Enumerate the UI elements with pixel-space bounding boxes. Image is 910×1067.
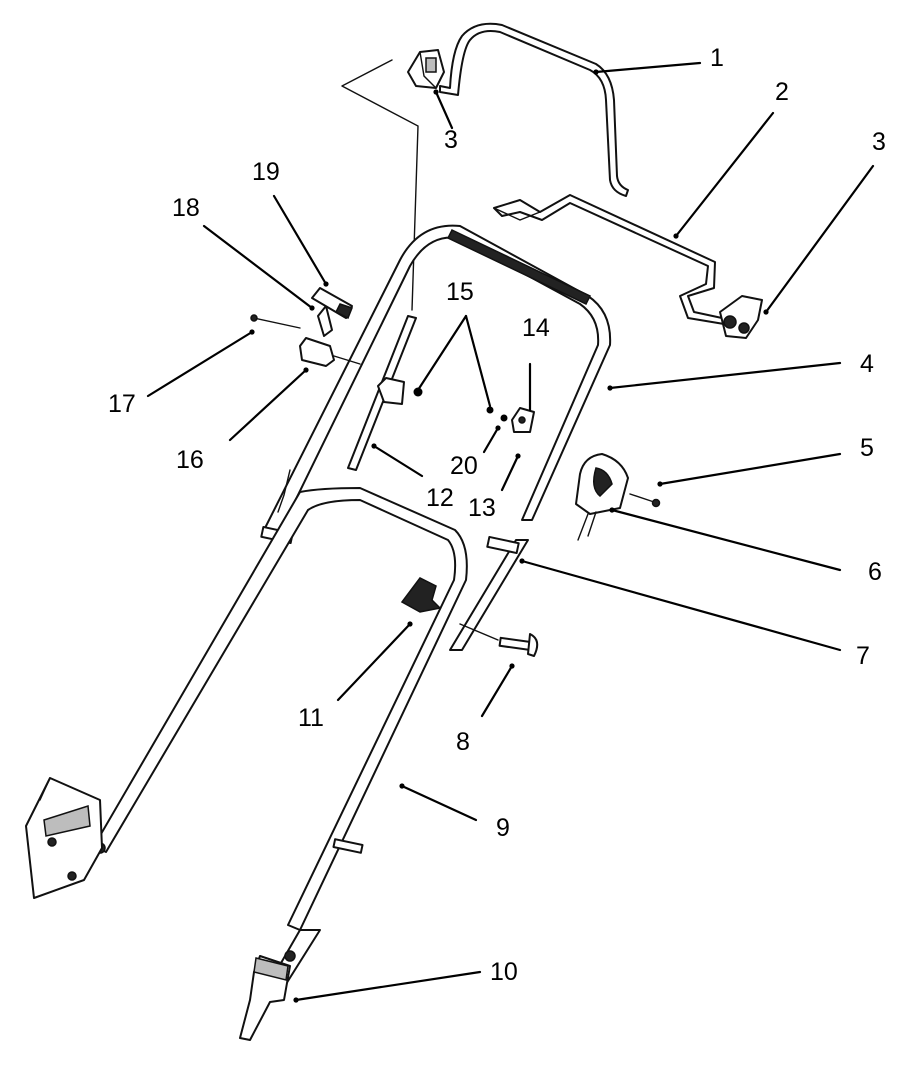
part-3-top-bracket <box>407 49 445 89</box>
callout-6: 6 <box>868 558 882 586</box>
part-3-right-bracket <box>719 295 763 339</box>
callout-12: 12 <box>426 484 454 512</box>
part-16-spacer <box>299 337 361 367</box>
part-4-upper-handle <box>261 224 612 651</box>
callout-1: 1 <box>710 44 724 72</box>
callout-15: 15 <box>446 278 474 306</box>
part-13-block <box>377 377 405 405</box>
leader-dots <box>249 69 769 1003</box>
part-11-handle-knob <box>400 577 442 613</box>
callout-13: 13 <box>468 494 496 522</box>
callout-labels: 1 2 3 3 4 5 6 7 8 9 10 11 12 13 14 15 16… <box>108 44 886 986</box>
part-15-ball-right <box>486 406 494 414</box>
part-15-ball-left <box>413 387 423 397</box>
callout-18: 18 <box>172 194 200 222</box>
part-10-handle-end <box>239 955 291 1041</box>
part-14-pivot-block <box>511 407 535 433</box>
callout-5: 5 <box>860 434 874 462</box>
callout-19: 19 <box>252 158 280 186</box>
callout-10: 10 <box>490 958 518 986</box>
part-1-control-bail <box>439 22 629 197</box>
callout-14: 14 <box>522 314 550 342</box>
height-adjust-bracket <box>25 777 103 899</box>
part-19-t-handle <box>311 287 353 320</box>
part-6-cable-control <box>575 453 629 541</box>
callout-2: 2 <box>775 78 789 106</box>
callout-20: 20 <box>450 452 478 480</box>
part-8-carriage-bolt <box>459 623 539 657</box>
callout-16: 16 <box>176 446 204 474</box>
callout-17: 17 <box>108 390 136 418</box>
part-17-screw <box>250 314 301 329</box>
part-9-lower-handle <box>93 469 468 1001</box>
part-20-ball <box>500 414 508 422</box>
part-2-control-rod <box>493 194 725 325</box>
callout-8: 8 <box>456 728 470 756</box>
callout-11: 11 <box>298 704 324 732</box>
part-7-handle-clamp <box>486 535 520 555</box>
callout-4: 4 <box>860 350 874 378</box>
callout-9: 9 <box>496 814 510 842</box>
part-5-screw <box>629 493 661 508</box>
part-18-handle-stem <box>317 305 333 337</box>
callout-3-top: 3 <box>444 126 458 154</box>
callout-7: 7 <box>856 642 870 670</box>
leader-lines <box>146 61 875 1002</box>
callout-3-right: 3 <box>872 128 886 156</box>
